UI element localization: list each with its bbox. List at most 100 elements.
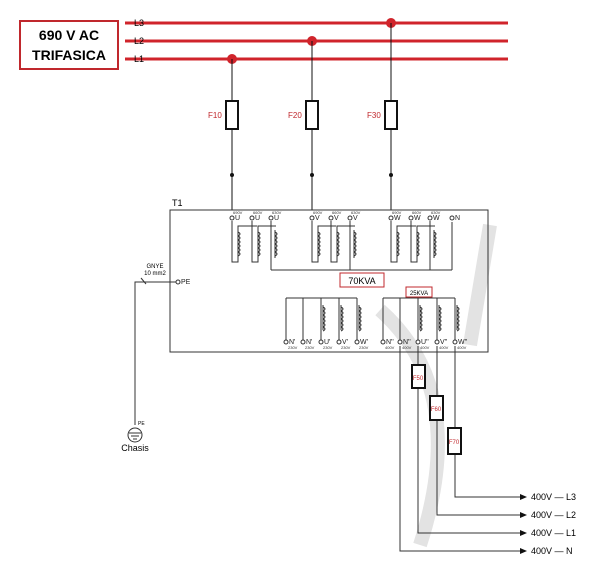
secondary-rating-box xyxy=(405,286,433,298)
secondary-terminal xyxy=(354,339,360,345)
title-line2: TRIFASICA xyxy=(32,47,106,63)
secondary-terminal-voltage: 400V xyxy=(385,345,395,350)
primary-terminal-voltage: 690V xyxy=(392,210,402,215)
title-box xyxy=(19,20,119,70)
primary-terminal-voltage: 690V xyxy=(313,210,323,215)
secondary-terminal xyxy=(380,339,386,345)
ground-pe-label: PE xyxy=(138,421,145,427)
fuse-f60 xyxy=(429,395,444,421)
output-voltage-n: 400V xyxy=(531,546,552,556)
primary-terminal-label: W xyxy=(394,215,401,222)
fuse-label-f60: F60 xyxy=(431,407,442,413)
transformer-box xyxy=(169,209,489,353)
primary-terminal-voltage: 660V xyxy=(332,210,342,215)
fuse-label-f10: F10 xyxy=(208,111,222,120)
secondary-terminal-label: W'' xyxy=(458,339,467,346)
fuse-label-f30: F30 xyxy=(367,111,381,120)
svg-text:400V — L3: 400V — L3 xyxy=(531,492,576,502)
fuse-label-f70: F70 xyxy=(449,440,460,446)
primary-terminal xyxy=(347,215,353,221)
secondary-terminal-voltage: 400V xyxy=(457,345,467,350)
secondary-rating: 25KVA xyxy=(410,291,428,297)
primary-terminal-label: W xyxy=(414,215,421,222)
output-line-l3: L3 xyxy=(566,492,576,502)
primary-terminal xyxy=(449,215,455,221)
primary-terminal xyxy=(388,215,394,221)
primary-terminal-label: V xyxy=(353,215,358,222)
secondary-terminal-label: N' xyxy=(289,339,295,346)
secondary-terminal-label: U'' xyxy=(421,339,429,346)
secondary-terminal-voltage: 230V xyxy=(305,345,315,350)
secondary-terminals: N'230VN'230VU'230VV'230VW'230VN''400VN''… xyxy=(283,297,467,350)
transformer-name: T1 xyxy=(172,198,183,208)
secondary-terminal xyxy=(452,339,458,345)
secondary-terminal-voltage: 400V xyxy=(439,345,449,350)
fuse-f30 xyxy=(384,100,398,130)
secondary-terminal-voltage: 230V xyxy=(323,345,333,350)
secondary-terminal-label: W' xyxy=(360,339,368,346)
secondary-terminal xyxy=(318,339,324,345)
secondary-terminal-label: U' xyxy=(324,339,330,346)
secondary-terminal-voltage: 400V xyxy=(402,345,412,350)
secondary-terminal-label: N'' xyxy=(403,339,411,346)
primary-rating: 70KVA xyxy=(348,276,375,286)
ground-cable: GNYE xyxy=(146,264,163,270)
fuse-label-f20: F20 xyxy=(288,111,302,120)
bus-label-l3: L3 xyxy=(134,18,144,28)
secondary-terminal-label: N' xyxy=(306,339,312,346)
fuse-label-f50: F50 xyxy=(413,376,424,382)
secondary-terminal-voltage: 400V xyxy=(420,345,430,350)
primary-terminal xyxy=(328,215,334,221)
output-line-l1: L1 xyxy=(566,528,576,538)
primary-terminal xyxy=(427,215,433,221)
primary-terminal-voltage: 630V xyxy=(272,210,282,215)
fuse-f70 xyxy=(447,427,462,455)
primary-terminal xyxy=(408,215,414,221)
primary-terminal xyxy=(229,215,235,221)
chassis-label: Chasis xyxy=(121,443,149,453)
primary-terminals: U690VU660VU630VV690VV660VV630VW690VW660V… xyxy=(229,210,460,270)
secondary-terminal-voltage: 230V xyxy=(341,345,351,350)
ground-icon xyxy=(127,427,143,443)
secondary-terminal xyxy=(434,339,440,345)
primary-rating-box xyxy=(339,272,385,288)
secondary-terminal xyxy=(300,339,306,345)
fuse-f20 xyxy=(305,100,319,130)
primary-terminal-voltage: 690V xyxy=(233,210,243,215)
primary-terminal-label: U xyxy=(255,215,260,222)
primary-terminal-label: V xyxy=(315,215,320,222)
title-line1: 690 V AC xyxy=(39,27,99,43)
primary-terminal xyxy=(309,215,315,221)
primary-terminal xyxy=(268,215,274,221)
output-voltage-l2: 400V xyxy=(531,510,552,520)
output-voltage-l1: 400V xyxy=(531,528,552,538)
secondary-terminal xyxy=(397,339,403,345)
secondary-terminal-label: N'' xyxy=(386,339,394,346)
primary-terminal xyxy=(249,215,255,221)
svg-text:400V — L1: 400V — L1 xyxy=(531,528,576,538)
svg-text:400V — L2: 400V — L2 xyxy=(531,510,576,520)
secondary-terminal xyxy=(415,339,421,345)
svg-text:400V — N: 400V — N xyxy=(531,546,573,556)
secondary-terminal-voltage: 230V xyxy=(288,345,298,350)
fuse-f10 xyxy=(225,100,239,130)
secondary-terminal xyxy=(336,339,342,345)
primary-terminal-voltage: 630V xyxy=(431,210,441,215)
fuse-f50 xyxy=(411,364,426,389)
output-voltage-l3: 400V xyxy=(531,492,552,502)
bus-label-l1: L1 xyxy=(134,54,144,64)
primary-terminal-voltage: 630V xyxy=(351,210,361,215)
primary-terminal-label: U xyxy=(274,215,279,222)
secondary-terminal-label: V' xyxy=(342,339,348,346)
primary-terminal-label: N xyxy=(455,215,460,222)
output-line-n: N xyxy=(566,546,573,556)
primary-terminal-label: V xyxy=(334,215,339,222)
bus-label-l2: L2 xyxy=(134,36,144,46)
primary-terminal-voltage: 660V xyxy=(412,210,422,215)
secondary-terminal-voltage: 230V xyxy=(359,345,369,350)
primary-terminal-label: W xyxy=(433,215,440,222)
secondary-terminal xyxy=(283,339,289,345)
output-line-l2: L2 xyxy=(566,510,576,520)
